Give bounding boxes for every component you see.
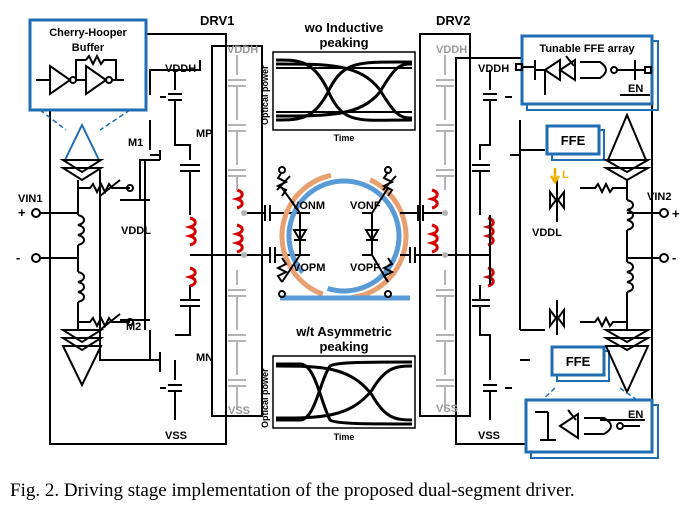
eye-top-ylabel: Optical power xyxy=(260,65,270,125)
ffe-array-title: Tunable FFE array xyxy=(539,43,635,55)
buffer-inverters xyxy=(36,53,124,96)
vss-gray-right: VSS xyxy=(436,403,458,415)
vin2-minus-terminal xyxy=(659,253,669,263)
vddh-left: VDDH xyxy=(165,63,196,75)
vonm-label: VONM xyxy=(292,200,325,212)
drv1-transistors xyxy=(99,60,201,420)
mn-label: MN xyxy=(196,352,213,364)
m1-label: M1 xyxy=(128,137,143,149)
right-buffer-stack-bottom xyxy=(602,329,652,395)
ffe-box-bottom xyxy=(550,345,606,377)
eye-top-title-2: peaking xyxy=(319,35,368,50)
ffe-array-bottom-gates xyxy=(535,409,645,441)
vin2-plus-terminal xyxy=(659,208,669,218)
ffe-array-top-gates xyxy=(515,55,652,96)
plus-right: + xyxy=(672,206,680,221)
vss-gray-left: VSS xyxy=(228,405,250,417)
buffer-stack-bottom xyxy=(59,329,105,388)
drv2-red-inductors xyxy=(426,188,495,288)
buffer-title-1: Cherry-Hooper xyxy=(49,27,127,39)
ring-heater-resistors xyxy=(275,166,397,298)
eye-top-xlabel: Time xyxy=(334,133,355,143)
node-dot-2 xyxy=(241,252,247,258)
vddl-left: VDDL xyxy=(121,225,151,237)
left-input-inductors xyxy=(77,180,85,330)
figure-caption: Fig. 2. Driving stage implementation of … xyxy=(10,480,575,501)
ffe-array-inset-top-shadow xyxy=(526,40,659,111)
minus-left: - xyxy=(16,250,20,265)
node-dot-1 xyxy=(241,210,247,216)
vss-left: VSS xyxy=(165,430,187,442)
vddh-gray-right: VDDH xyxy=(436,44,467,56)
right-buffer-stack-top xyxy=(602,112,652,182)
mp-label: MP xyxy=(196,128,213,140)
vddh-right: VDDH xyxy=(478,63,509,75)
eye-top-traces xyxy=(275,58,413,122)
vopf-label: VOPF xyxy=(350,262,380,274)
node-dot-4 xyxy=(442,252,448,258)
en-label-top: EN xyxy=(628,83,643,95)
varactor-bottom xyxy=(549,300,565,335)
eye-top-title-1: wo Inductive xyxy=(304,20,384,35)
vin1-input: VIN1 + - xyxy=(16,193,78,265)
inductance-arrow xyxy=(549,168,561,185)
drv2-label: DRV2 xyxy=(436,13,470,28)
inset-zoom-lines xyxy=(39,109,131,131)
plus-left: + xyxy=(18,205,26,220)
drv1-gray-box xyxy=(211,45,263,417)
buffer-stack-top xyxy=(59,122,105,182)
drv2-box xyxy=(455,57,653,445)
eye-bottom-traces xyxy=(275,360,413,426)
ring-modulator xyxy=(279,171,410,301)
vin2-label: VIN2 xyxy=(647,191,671,203)
vin1-label: VIN1 xyxy=(18,193,42,205)
drv2-gray-box xyxy=(419,33,471,417)
drv1-label: DRV1 xyxy=(200,13,234,28)
eye-bottom-xlabel: Time xyxy=(334,432,355,442)
eye-bottom-title-1: w/t Asymmetric xyxy=(295,324,392,339)
vopm-label: VOPM xyxy=(293,262,325,274)
eye-bottom-ylabel: Optical power xyxy=(260,368,270,428)
right-input-inductors xyxy=(580,180,660,330)
drv1-gray-transistors xyxy=(228,55,246,410)
ffe-label-top: FFE xyxy=(561,133,586,148)
buffer-title-2: Buffer xyxy=(72,42,105,54)
minus-right: - xyxy=(672,250,676,265)
vss-right: VSS xyxy=(478,430,500,442)
eye-bottom-title-2: peaking xyxy=(319,339,368,354)
ffe-array-inset-bottom-shadow xyxy=(530,404,659,459)
node-dot-3 xyxy=(442,210,448,216)
en-label-bottom: EN xyxy=(628,409,643,421)
drv1-red-inductors xyxy=(184,188,244,288)
m2-label: M2 xyxy=(126,321,141,333)
ffe-box-top xyxy=(545,124,601,156)
vddl-right: VDDL xyxy=(532,227,562,239)
varactor-top xyxy=(549,180,565,222)
drv2-outputs xyxy=(400,205,490,263)
drv2-gray-transistors xyxy=(436,55,454,410)
inductor-symbol: L xyxy=(562,169,569,181)
vonf-label: VONF xyxy=(350,200,381,212)
drv2-transistors xyxy=(472,70,545,420)
drv1-outputs xyxy=(190,205,300,263)
ffe-label-bottom: FFE xyxy=(566,354,591,369)
vddh-gray-left: VDDH xyxy=(227,44,258,56)
left-resistors xyxy=(78,179,134,331)
